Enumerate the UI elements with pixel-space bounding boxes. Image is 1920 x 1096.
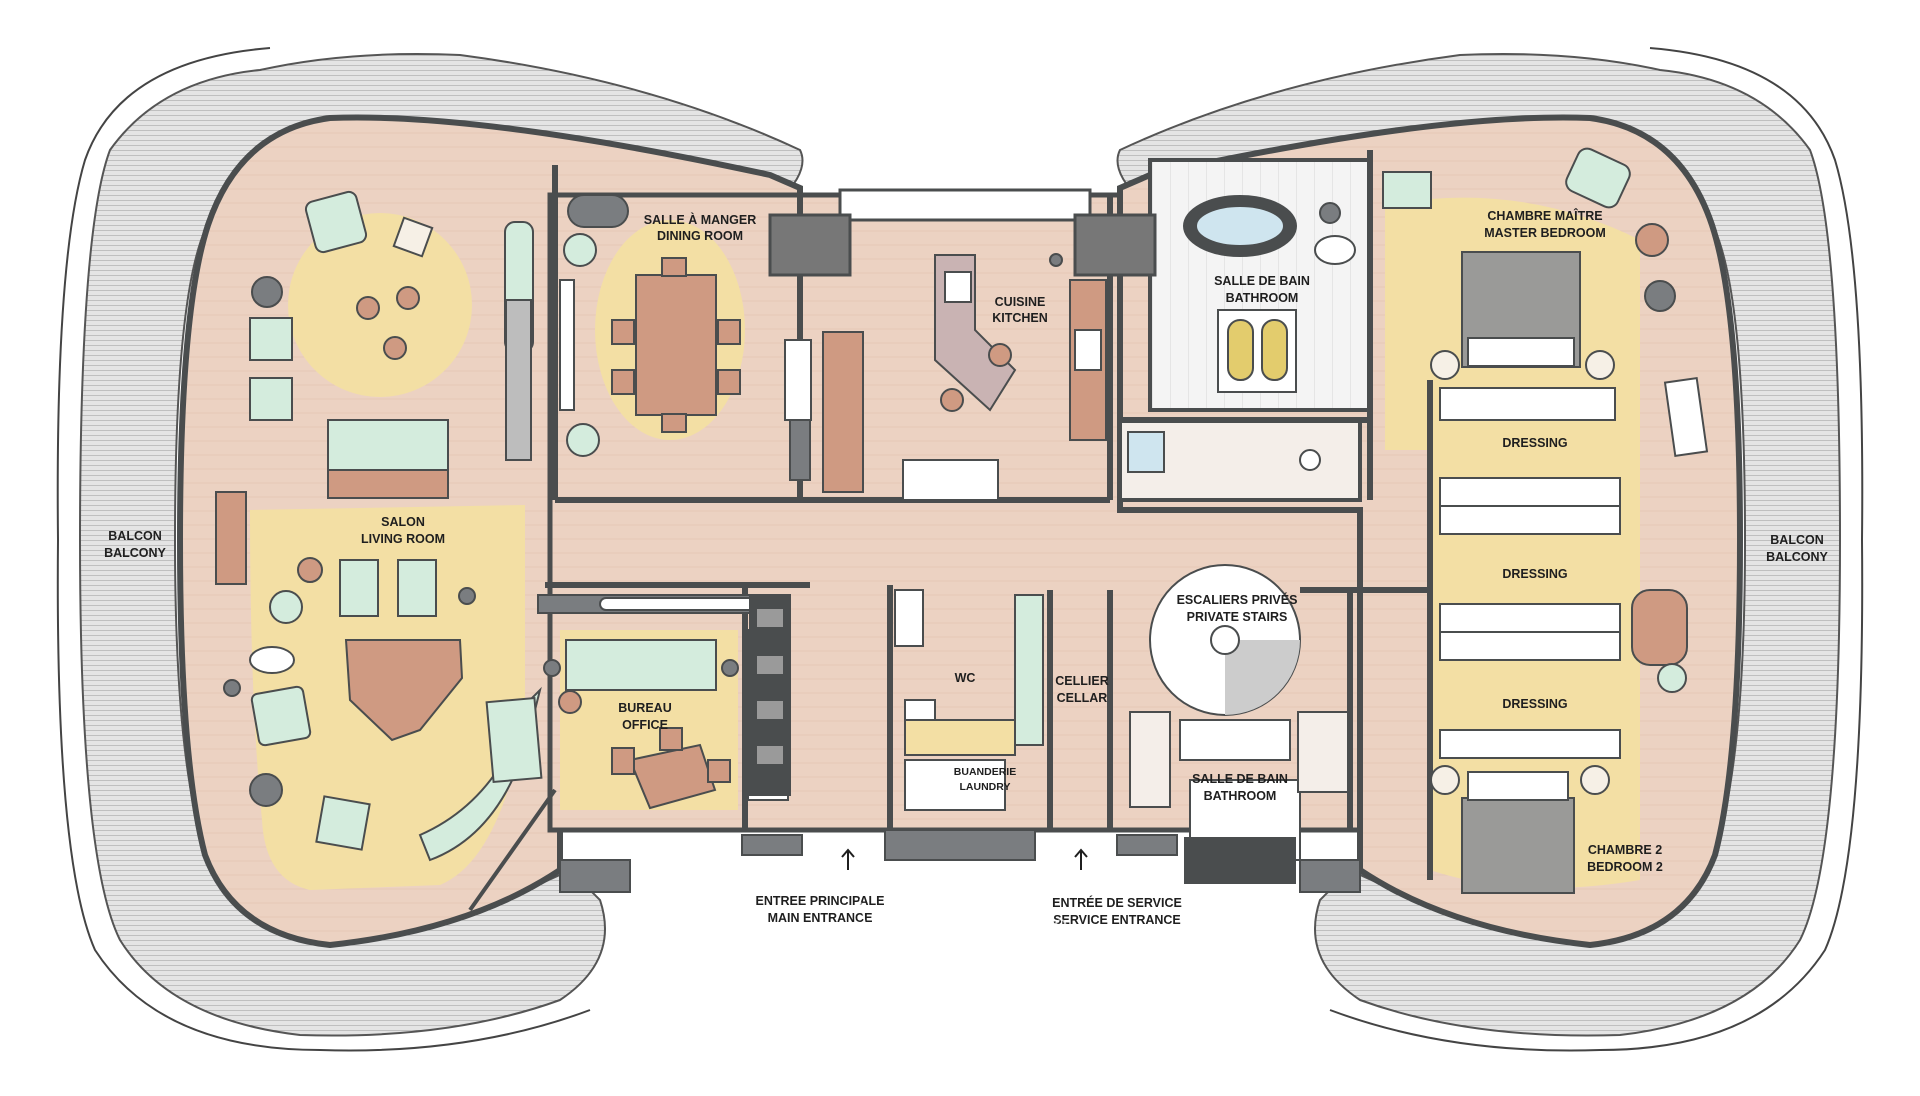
dining-label-en: DINING ROOM (657, 229, 743, 243)
bedroom-2-label-fr: CHAMBRE 2 (1588, 843, 1662, 857)
laundry-label-fr: BUANDERIE (954, 766, 1016, 778)
living-room-furniture (215, 190, 557, 912)
bathroom-2-fixtures (1129, 711, 1349, 884)
windows (768, 188, 1157, 277)
living-rug-round (288, 213, 472, 397)
kitchen-furniture (784, 253, 1107, 501)
service-entrance-label-en: SERVICE ENTRANCE (1053, 913, 1181, 927)
dressing-2-label: DRESSING (1502, 567, 1567, 581)
master-bedroom-label-en: MASTER BEDROOM (1484, 226, 1606, 240)
dressing-floor (1440, 420, 1640, 720)
living-room-label-fr: SALON (381, 515, 425, 529)
laundry-label-en: LAUNDRY (960, 781, 1011, 793)
balcony-left-label-en: BALCONY (104, 546, 166, 560)
cellar-label-fr: CELLIER (1055, 674, 1108, 688)
watermark-line-2: Immobilière (920, 910, 1068, 938)
bathroom-2-label-fr: SALLE DE BAIN (1192, 772, 1288, 786)
room-labels: SALLE À MANGER DINING ROOM CUISINE KITCH… (104, 208, 1828, 927)
dining-room-furniture (504, 194, 741, 461)
bathroom-2-label-en: BATHROOM (1204, 789, 1277, 803)
stairs-label-fr: ESCALIERS PRIVÉS (1177, 592, 1298, 607)
office-label-fr: BUREAU (618, 701, 671, 715)
service-rooms-furniture (749, 589, 1044, 811)
main-entrance-label-fr: ENTREE PRINCIPALE (756, 894, 885, 908)
office-label-en: OFFICE (622, 718, 668, 732)
entrance-walls (559, 829, 1361, 893)
balcony-right-label-en: BALCONY (1766, 550, 1828, 564)
bathroom-1-label-en: BATHROOM (1226, 291, 1299, 305)
kitchen-label-en: KITCHEN (992, 311, 1048, 325)
master-bedroom-label-fr: CHAMBRE MAÎTRE (1487, 208, 1602, 223)
main-entrance-label-en: MAIN ENTRANCE (768, 911, 873, 925)
bathroom-1-fixtures (1127, 195, 1356, 473)
stairs-label-en: PRIVATE STAIRS (1187, 610, 1288, 624)
watermark-logo: Chambre Immobilière Monégasque (859, 858, 1076, 991)
master-bedroom-furniture (1382, 147, 1709, 894)
wc-label: WC (955, 671, 976, 685)
kitchen-label-fr: CUISINE (995, 295, 1046, 309)
bedroom-2-label-en: BEDROOM 2 (1587, 860, 1663, 874)
watermark-line-1: Chambre (920, 883, 1032, 911)
cellar-label-en: CELLAR (1057, 691, 1108, 705)
watermark-line-3: Monégasque (920, 937, 1076, 965)
dressing-1-label: DRESSING (1502, 436, 1567, 450)
living-room-label-en: LIVING ROOM (361, 532, 445, 546)
balcony-left-label-fr: BALCON (108, 529, 161, 543)
bathroom-1-label-fr: SALLE DE BAIN (1214, 274, 1310, 288)
balcony-right-label-fr: BALCON (1770, 533, 1823, 547)
dressing-3-label: DRESSING (1502, 697, 1567, 711)
dining-label-fr: SALLE À MANGER (644, 212, 757, 227)
private-stairs (1149, 564, 1301, 716)
service-entrance-label-fr: ENTRÉE DE SERVICE (1052, 895, 1182, 910)
entrance-markers (841, 848, 1088, 870)
